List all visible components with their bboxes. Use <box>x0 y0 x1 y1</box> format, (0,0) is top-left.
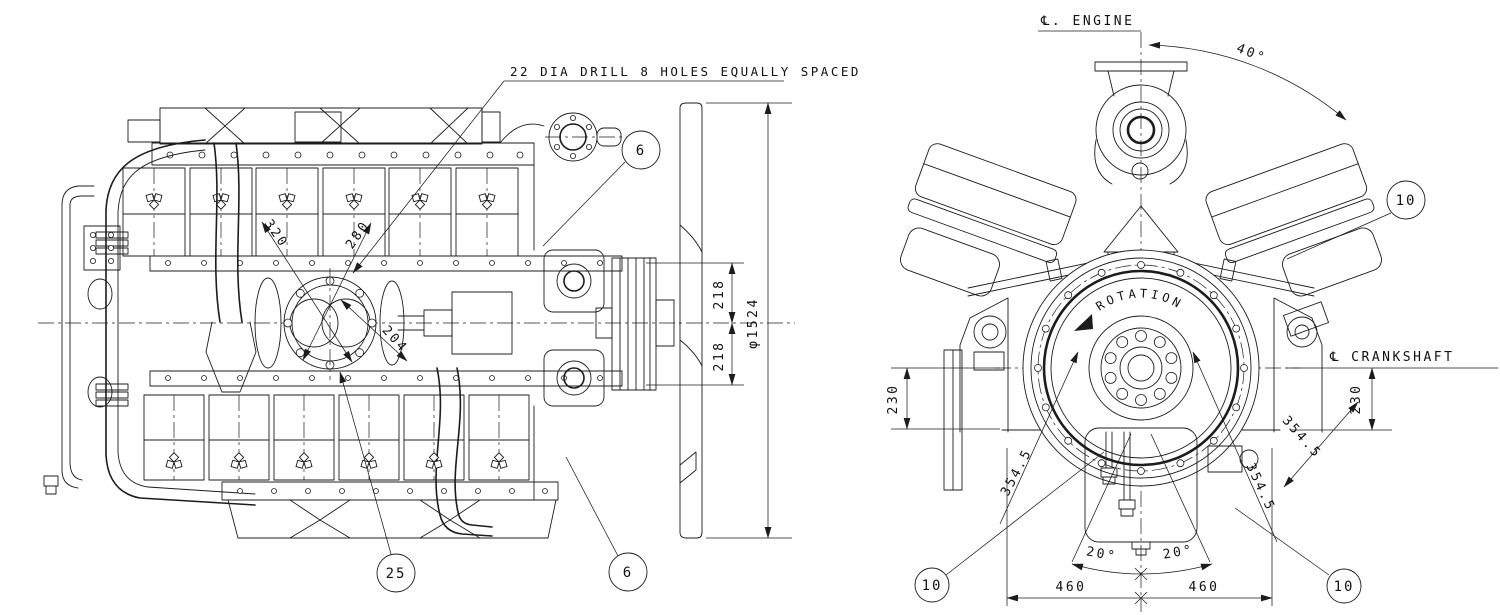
balloon-10-top-label: 10 <box>1396 193 1417 209</box>
hub-bolt-holes <box>1104 330 1178 406</box>
rocker-covers-top-row <box>122 167 519 257</box>
balloon-10-bottom-right: 10 <box>1234 507 1362 604</box>
cooling-fan-edge <box>679 102 703 539</box>
balloon-25-label: 25 <box>386 566 407 582</box>
center-flange <box>283 268 377 380</box>
dim-354-mid-label: 354.5 <box>1242 461 1277 514</box>
drill-note-label: 22 DIA DRILL 8 HOLES EQUALLY SPACED <box>510 64 861 79</box>
right-view-flywheel-end: ROTATION ℄. ENGINE 40° ℄ CR <box>886 14 1498 612</box>
left-end-piping <box>43 139 256 506</box>
dim-40deg-label: 40° <box>1234 41 1268 67</box>
dim-230-left-label: 230 <box>886 384 901 415</box>
crankshaft-centerline-label: ℄ CRANKSHAFT <box>1329 350 1454 365</box>
dim-460-left-label: 460 <box>1056 580 1087 595</box>
dim-280-label: 280 <box>343 218 373 252</box>
dim-354-right-label: 354.5 <box>1279 413 1325 461</box>
balloon-6-top-label: 6 <box>636 143 646 159</box>
balloon-25: 25 <box>339 371 416 593</box>
intake-manifold <box>127 107 501 145</box>
crankshaft-centerline-callout: ℄ CRANKSHAFT <box>1286 350 1498 369</box>
dim-218-top-label: 218 <box>712 279 727 310</box>
balloon-10-bottom-left-label: 10 <box>922 578 943 594</box>
dim-bank-angle: 40° <box>1148 41 1347 121</box>
dim-460-right-label: 460 <box>1189 580 1220 595</box>
balloon-10-bottom-right-label: 10 <box>1334 579 1355 595</box>
rotation-arrow <box>1074 314 1093 331</box>
accessory-drive <box>397 164 605 501</box>
dim-fan-diameter-label: φ1524 <box>746 297 761 349</box>
flywheel: ROTATION <box>1022 249 1260 487</box>
flywheel-bolt-holes <box>1034 261 1248 475</box>
engine-centerline-callout: ℄. ENGINE <box>1038 14 1141 32</box>
dim-20deg-left-label: 20° <box>1085 544 1118 564</box>
dim-218-bottom-label: 218 <box>712 341 727 372</box>
engine-centerline-label: ℄. ENGINE <box>1040 14 1134 29</box>
balloon-10-top: 10 <box>1286 180 1426 260</box>
exhaust-outlet-flange <box>499 112 632 162</box>
block-mid-rails <box>149 255 623 387</box>
turbocharger-inlet <box>1094 84 1188 185</box>
balloon-6-bottom: 6 <box>565 456 648 592</box>
balloon-10-bottom-left: 10 <box>914 451 1105 603</box>
charge-air-pipes <box>205 142 493 537</box>
balloon-6-bottom-label: 6 <box>623 565 633 581</box>
dim-320-label: 320 <box>261 217 291 251</box>
dim-fan-offsets: 218 218 <box>646 262 744 386</box>
oil-pan-left-view <box>221 481 559 539</box>
left-exhaust-manifold <box>900 227 1000 297</box>
dim-fan-diameter: φ1524 <box>706 102 792 539</box>
oil-pan-front <box>1084 427 1259 556</box>
brand-diamond-logo <box>143 190 165 210</box>
dim-230-left: 230 <box>886 367 1000 430</box>
drill-note: 22 DIA DRILL 8 HOLES EQUALLY SPACED <box>352 64 861 274</box>
dim-20deg-group: 20° 20° <box>1071 433 1213 581</box>
rocker-covers-bottom-row <box>143 394 530 481</box>
dim-20deg-right-label: 20° <box>1162 542 1195 562</box>
dim-230-right: 230 <box>1290 367 1392 431</box>
dim-460-group: 460 460 <box>1006 448 1273 606</box>
balloon-6-top: 6 <box>542 130 661 247</box>
left-view-side-elevation: 218 218 φ1524 320 280 204 22 DIA DRILL 8… <box>38 64 861 593</box>
crank-pulley <box>595 257 675 391</box>
left-bank <box>907 143 1077 264</box>
dim-354-left-label: 354.5 <box>998 446 1035 499</box>
right-bank <box>1205 143 1375 264</box>
right-exhaust-manifold <box>1282 227 1382 297</box>
cylinder-head-rail <box>151 142 535 166</box>
